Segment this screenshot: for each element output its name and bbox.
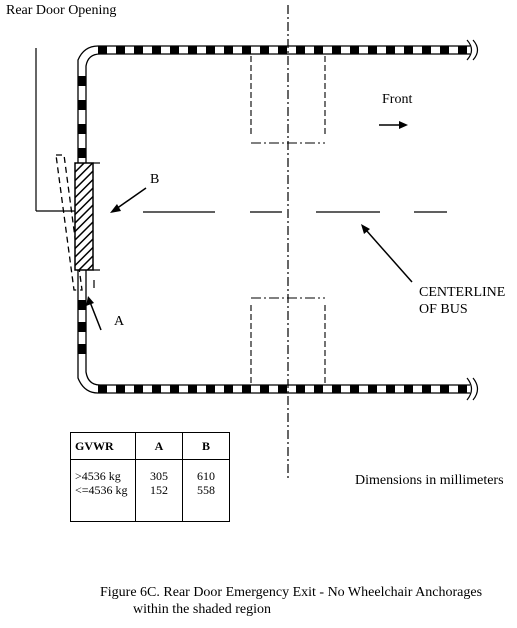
bus-top-wall <box>77 45 470 72</box>
wall-mark <box>134 385 143 393</box>
wall-mark <box>152 385 161 393</box>
wall-mark <box>404 46 413 54</box>
gvwr-value-light: <=4536 kg <box>75 483 128 497</box>
centerline-label-line2: OF BUS <box>419 302 468 317</box>
a-arrow <box>86 296 102 331</box>
centerline-arrow <box>361 224 413 283</box>
wall-mark <box>332 46 341 54</box>
a-value-light: 152 <box>150 483 168 497</box>
wall-mark <box>368 385 377 393</box>
gvwr-table: GVWR A B >4536 kg <=4536 kg 305 152 610 … <box>70 432 230 522</box>
a-value-heavy: 305 <box>150 469 168 483</box>
b-arrow <box>110 187 147 213</box>
table-header-a: A <box>135 432 183 460</box>
centerline-label: CENTERLINE <box>419 285 506 300</box>
wall-mark <box>224 385 233 393</box>
wall-mark <box>134 46 143 54</box>
wall-mark <box>350 46 359 54</box>
front-label: Front <box>382 92 413 107</box>
wall-mark <box>78 344 86 354</box>
figure-caption-line2: within the shaded region <box>133 602 272 617</box>
wall-mark <box>188 385 197 393</box>
front-arrow <box>379 121 408 129</box>
wall-mark <box>242 385 251 393</box>
wall-mark <box>314 46 323 54</box>
wall-mark <box>260 46 269 54</box>
wall-mark <box>422 385 431 393</box>
wall-mark <box>78 300 86 310</box>
gvwr-value-heavy: >4536 kg <box>75 469 121 483</box>
b-value-light: 558 <box>197 483 215 497</box>
bus-bottom-wall <box>77 366 470 394</box>
wall-mark <box>78 76 86 86</box>
door-swing-outline <box>55 154 83 291</box>
wall-mark <box>206 46 215 54</box>
bottom-wall-marks <box>98 385 467 393</box>
wall-mark <box>260 385 269 393</box>
wall-mark <box>296 385 305 393</box>
wall-mark <box>440 385 449 393</box>
table-header-gvwr: GVWR <box>70 432 136 460</box>
wall-break-ends <box>466 39 479 401</box>
table-cell-b: 610 558 <box>182 459 230 522</box>
top-wall-marks <box>98 46 467 54</box>
rear-door-opening-label: Rear Door Opening <box>6 3 117 18</box>
shaded-region-ticks <box>93 162 100 288</box>
wall-mark <box>296 46 305 54</box>
wall-mark <box>78 322 86 332</box>
wall-mark <box>170 46 179 54</box>
b-label: B <box>150 172 160 187</box>
rear-door-leader <box>35 48 78 212</box>
wall-mark <box>224 46 233 54</box>
wall-mark <box>78 124 86 134</box>
figure-caption: Figure 6C. Rear Door Emergency Exit - No… <box>100 585 483 600</box>
wall-mark <box>368 46 377 54</box>
wall-mark <box>278 46 287 54</box>
wall-mark <box>78 100 86 110</box>
wall-mark <box>404 385 413 393</box>
wall-mark <box>440 46 449 54</box>
wall-mark <box>242 46 251 54</box>
wall-mark <box>116 46 125 54</box>
wall-mark <box>350 385 359 393</box>
wall-mark <box>332 385 341 393</box>
wall-mark <box>170 385 179 393</box>
table-cell-a: 305 152 <box>135 459 183 522</box>
wall-mark <box>98 385 107 393</box>
wall-mark <box>152 46 161 54</box>
wheel-well-top <box>250 56 326 144</box>
shaded-region <box>74 162 94 271</box>
wall-mark <box>188 46 197 54</box>
wall-mark <box>206 385 215 393</box>
table-row: >4536 kg <=4536 kg 305 152 610 558 <box>70 459 230 522</box>
wall-mark <box>386 46 395 54</box>
dimensions-note: Dimensions in millimeters <box>355 473 504 488</box>
wall-mark <box>98 46 107 54</box>
table-cell-gvwr: >4536 kg <=4536 kg <box>70 459 136 522</box>
wall-mark <box>422 46 431 54</box>
table-header-b: B <box>182 432 230 460</box>
a-label: A <box>114 314 125 329</box>
wall-mark <box>116 385 125 393</box>
wall-mark <box>278 385 287 393</box>
wheel-well-bottom <box>250 297 326 384</box>
wall-mark <box>78 148 86 158</box>
table-header-row: GVWR A B <box>70 432 230 460</box>
b-value-heavy: 610 <box>197 469 215 483</box>
wall-mark <box>314 385 323 393</box>
wall-mark <box>386 385 395 393</box>
wall-mark <box>458 46 467 54</box>
wall-mark <box>458 385 467 393</box>
